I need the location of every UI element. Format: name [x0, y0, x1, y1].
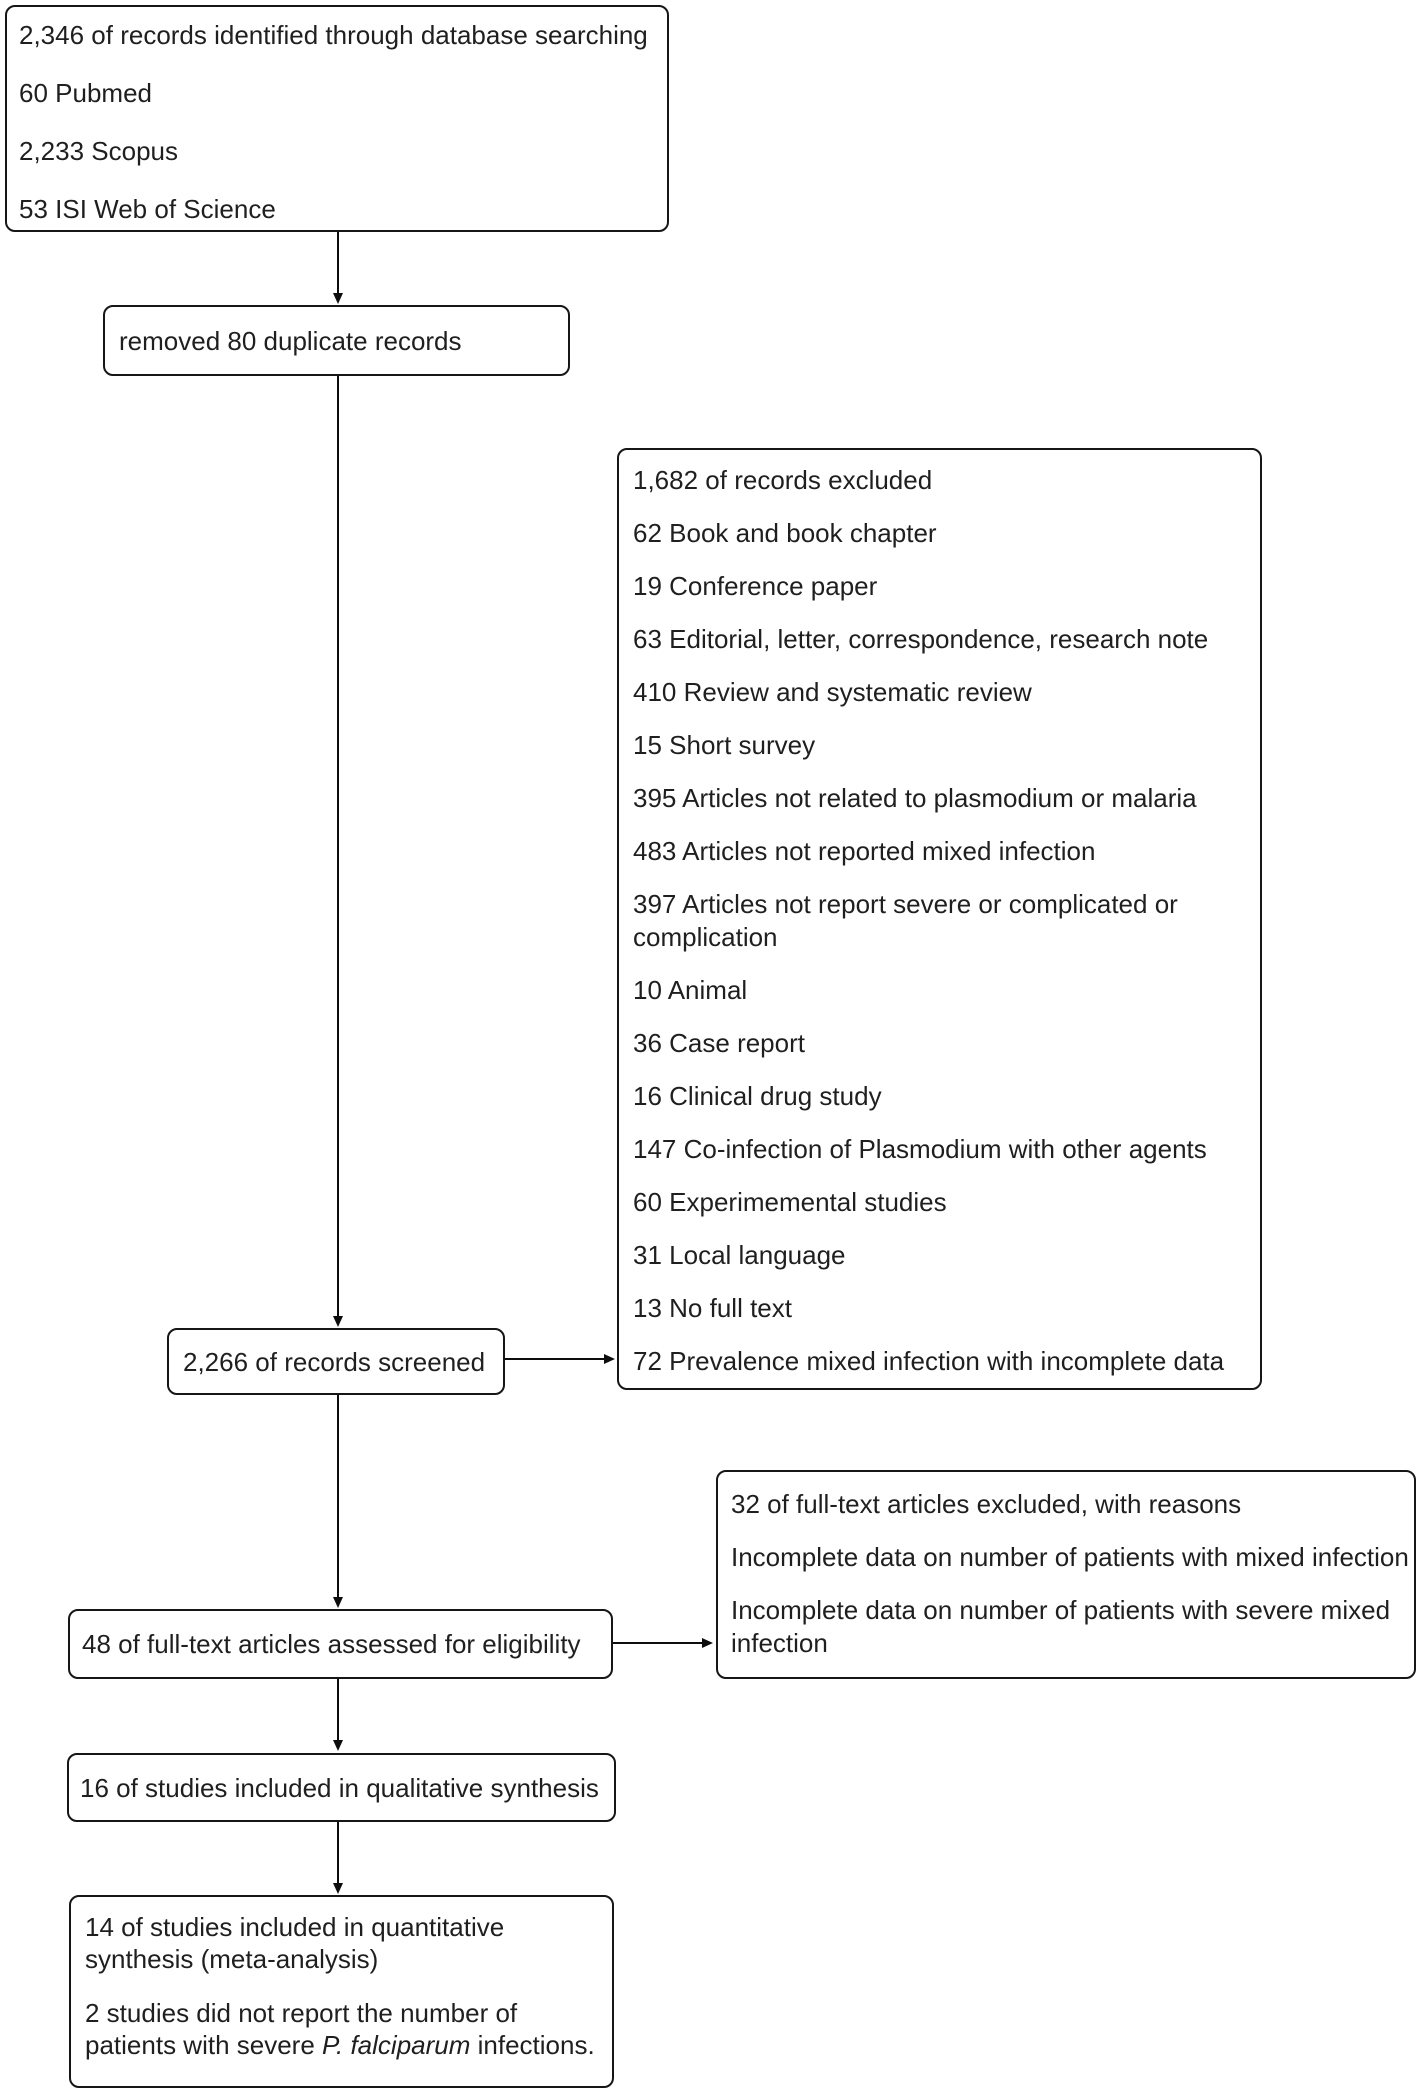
box-records-excluded: 1,682 of records excluded 62 Book and boo… — [617, 448, 1262, 1390]
box-line: 53 ISI Web of Science — [19, 194, 276, 224]
box-line: 14 of studies included in quantitative s… — [85, 1912, 505, 1974]
box-line: Incomplete data on number of patients wi… — [731, 1595, 1391, 1658]
box-line: 72 Prevalence mixed infection with incom… — [633, 1346, 1225, 1376]
box-line: 483 Articles not reported mixed infectio… — [633, 836, 1096, 866]
arrowhead-down-icon — [333, 1316, 343, 1327]
box-label: removed 80 duplicate records — [119, 325, 462, 356]
arrow-line — [337, 232, 339, 294]
box-line: 2 studies did not report the number of p… — [85, 1997, 604, 2061]
box-label: 16 of studies included in qualitative sy… — [80, 1772, 599, 1803]
box-label: 48 of full-text articles assessed for el… — [82, 1629, 581, 1659]
box-line: 395 Articles not related to plasmodium o… — [633, 783, 1197, 813]
box-fulltext-assessed: 48 of full-text articles assessed for el… — [68, 1609, 613, 1679]
arrowhead-down-icon — [333, 293, 343, 304]
box-line: 147 Co-infection of Plasmodium with othe… — [633, 1134, 1207, 1164]
box-records-screened: 2,266 of records screened — [167, 1328, 505, 1395]
arrowhead-right-icon — [702, 1638, 713, 1648]
box-records-identified: 2,346 of records identified through data… — [5, 5, 669, 232]
box-line: 63 Editorial, letter, correspondence, re… — [633, 624, 1209, 654]
box-line: 60 Pubmed — [19, 78, 152, 108]
box-line: Incomplete data on number of patients wi… — [731, 1542, 1409, 1572]
box-line: 397 Articles not report severe or compli… — [633, 889, 1178, 952]
box-line: 16 Clinical drug study — [633, 1081, 882, 1111]
box-line: 31 Local language — [633, 1240, 846, 1270]
box-line: 13 No full text — [633, 1293, 792, 1323]
box-line: 10 Animal — [633, 975, 748, 1005]
box-line: 15 Short survey — [633, 730, 816, 760]
quant-note-species: P. falciparum — [322, 2030, 471, 2060]
box-line: 410 Review and systematic review — [633, 677, 1032, 707]
box-line: 2,346 of records identified through data… — [19, 20, 648, 50]
arrow-line — [337, 1679, 339, 1741]
box-line: 62 Book and book chapter — [633, 518, 937, 548]
box-line: 36 Case report — [633, 1028, 805, 1058]
arrow-line — [613, 1642, 703, 1644]
arrowhead-down-icon — [333, 1740, 343, 1751]
box-line: 1,682 of records excluded — [633, 465, 933, 495]
arrowhead-down-icon — [333, 1883, 343, 1894]
arrow-line — [337, 376, 339, 1317]
quant-note-suffix: infections. — [470, 2030, 595, 2060]
arrowhead-right-icon — [604, 1354, 615, 1364]
box-line: 60 Experimemental studies — [633, 1187, 947, 1217]
arrow-line — [337, 1822, 339, 1884]
arrow-line — [337, 1395, 339, 1598]
arrowhead-down-icon — [333, 1597, 343, 1608]
box-line: 19 Conference paper — [633, 571, 878, 601]
box-fulltext-excluded: 32 of full-text articles excluded, with … — [716, 1470, 1416, 1679]
box-line: 2,233 Scopus — [19, 136, 179, 166]
arrow-line — [505, 1358, 605, 1360]
box-line: 32 of full-text articles excluded, with … — [731, 1489, 1242, 1519]
box-label: 2,266 of records screened — [183, 1346, 486, 1377]
box-duplicates-removed: removed 80 duplicate records — [103, 305, 570, 376]
quant-note-prefix: 2 studies did not report the number of p… — [85, 1998, 518, 2060]
box-qualitative-synthesis: 16 of studies included in qualitative sy… — [67, 1753, 616, 1822]
box-quantitative-synthesis: 14 of studies included in quantitative s… — [69, 1895, 614, 2088]
